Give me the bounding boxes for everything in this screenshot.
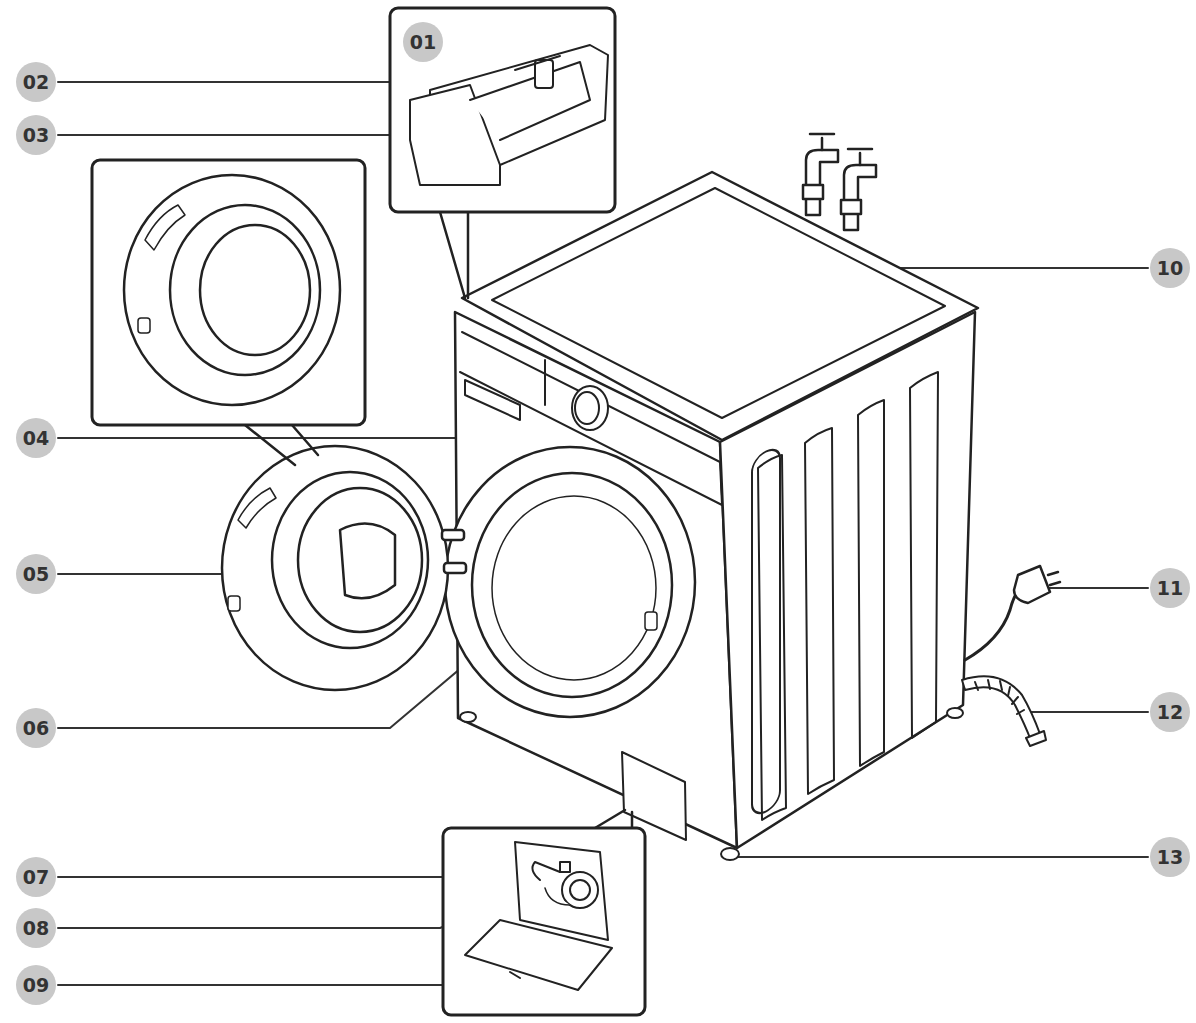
callout-number: 13 <box>1150 837 1190 877</box>
callout-number: 06 <box>16 708 56 748</box>
callout-number: 08 <box>16 908 56 948</box>
callout-number: 10 <box>1150 248 1190 288</box>
callout-number: 09 <box>16 965 56 1005</box>
callout-number: 03 <box>16 115 56 155</box>
callout-number: 11 <box>1150 568 1190 608</box>
callout-number: 12 <box>1150 692 1190 732</box>
callout-number: 07 <box>16 857 56 897</box>
callout-number: 04 <box>16 418 56 458</box>
callout-number: 02 <box>16 62 56 102</box>
callout-number: 05 <box>16 554 56 594</box>
callout-number: 01 <box>403 22 443 62</box>
